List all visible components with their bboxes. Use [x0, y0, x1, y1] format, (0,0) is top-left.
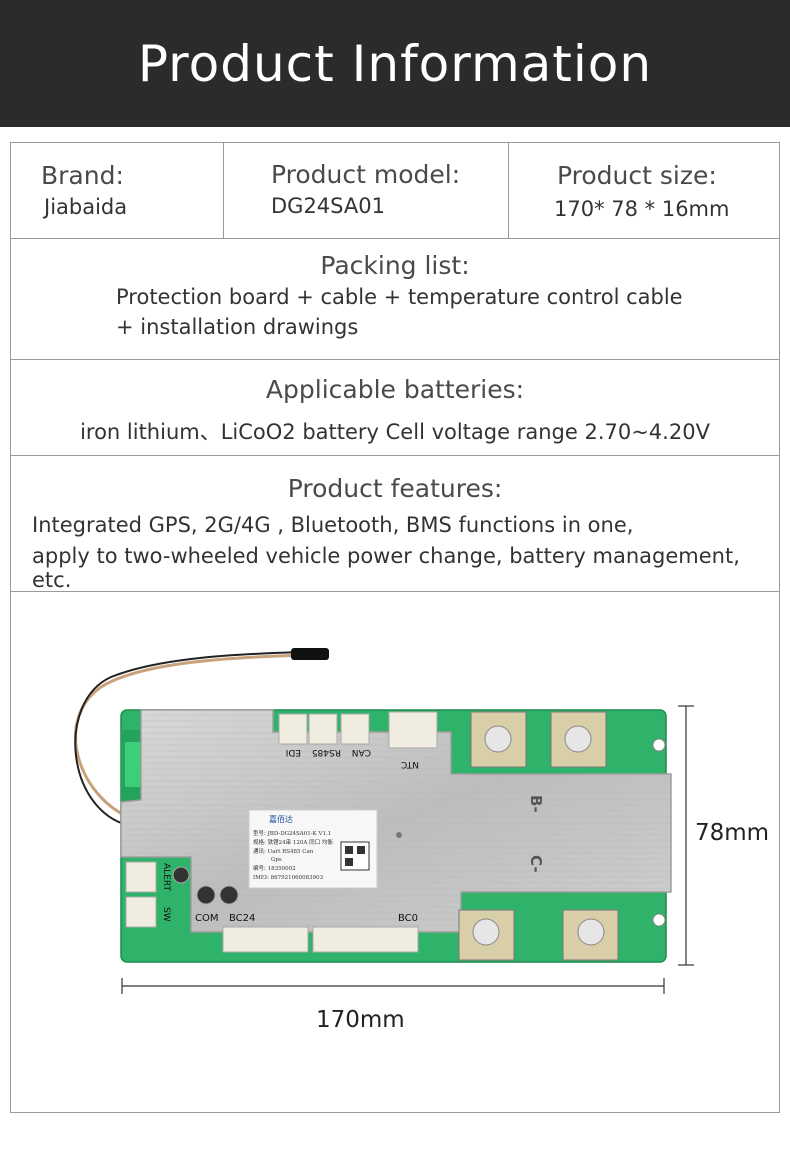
sticker-line-5: 编号: 18350002 [253, 864, 296, 872]
silk-bc24: BC24 [229, 913, 255, 924]
packing-line-2: + installation drawings [116, 315, 359, 339]
sticker-line-2: 规格: 铁锂24串 120A 同口 均衡 [253, 838, 333, 846]
silk-can: CAN [352, 747, 371, 757]
silk-bc0: BC0 [398, 913, 418, 924]
height-label: 78mm [695, 820, 770, 846]
sticker-line-4: Gps [271, 857, 282, 863]
model-value: DG24SA01 [271, 194, 385, 218]
sticker-line-1: 型号: JBD-DG24SA01-K V1.1 [253, 829, 331, 837]
silk-sw: SW [161, 907, 171, 922]
sticker-line-6: IMEI: 867921060083903 [253, 875, 324, 881]
features-line-1: Integrated GPS, 2G/4G , Bluetooth, BMS f… [32, 513, 634, 537]
model-cell: Product model: DG24SA01 [224, 143, 509, 238]
basic-info-row: Brand: Jiabaida Product model: DG24SA01 … [11, 143, 779, 239]
product-image: 嘉佰达 型号: JBD-DG24SA01-K V1.1 规格: 铁锂24串 12… [11, 592, 779, 1112]
features-label: Product features: [287, 474, 503, 503]
page-title: Product Information [137, 34, 653, 93]
size-label: Product size: [557, 161, 717, 190]
batteries-value: iron lithium、LiCoO2 battery Cell voltage… [80, 420, 710, 444]
size-cell: Product size: 170* 78 * 16mm [509, 143, 779, 238]
features-row: Product features: Integrated GPS, 2G/4G … [11, 456, 779, 592]
packing-line-1: Protection board + cable + temperature c… [116, 285, 683, 309]
packing-row: Packing list: Protection board + cable +… [11, 239, 779, 360]
batteries-label: Applicable batteries: [265, 375, 525, 404]
model-label: Product model: [271, 160, 461, 189]
silk-rs485: RS485 [312, 747, 341, 757]
brand-label: Brand: [41, 161, 124, 190]
info-table: Brand: Jiabaida Product model: DG24SA01 … [10, 142, 780, 1113]
width-dimension [121, 978, 665, 994]
width-label: 170mm [316, 1007, 405, 1033]
sticker-line-3: 通讯: Uart RS485 Can [253, 847, 314, 855]
antenna-connector [291, 648, 329, 660]
brand-value: Jiabaida [44, 195, 128, 219]
silk-ntc: NTC [401, 759, 419, 769]
brand-cell: Brand: Jiabaida [11, 143, 224, 238]
silk-com: COM [195, 913, 218, 924]
product-image-row: 嘉佰达 型号: JBD-DG24SA01-K V1.1 规格: 铁锂24串 12… [11, 592, 779, 1112]
header-banner: Product Information [0, 0, 790, 127]
silk-edi: EDI [286, 747, 301, 757]
batteries-row: Applicable batteries: iron lithium、LiCoO… [11, 360, 779, 456]
sticker-brand: 嘉佰达 [269, 814, 293, 824]
features-line-2: apply to two-wheeled vehicle power chang… [32, 544, 740, 592]
silk-c-minus: C- [527, 855, 545, 873]
size-value: 170* 78 * 16mm [554, 197, 730, 221]
height-dimension [678, 705, 694, 966]
silk-b-minus: B- [527, 795, 545, 813]
silk-alert: ALERT [161, 863, 171, 891]
bms-board-illustration: 嘉佰达 型号: JBD-DG24SA01-K V1.1 规格: 铁锂24串 12… [74, 648, 694, 994]
packing-label: Packing list: [320, 251, 470, 280]
